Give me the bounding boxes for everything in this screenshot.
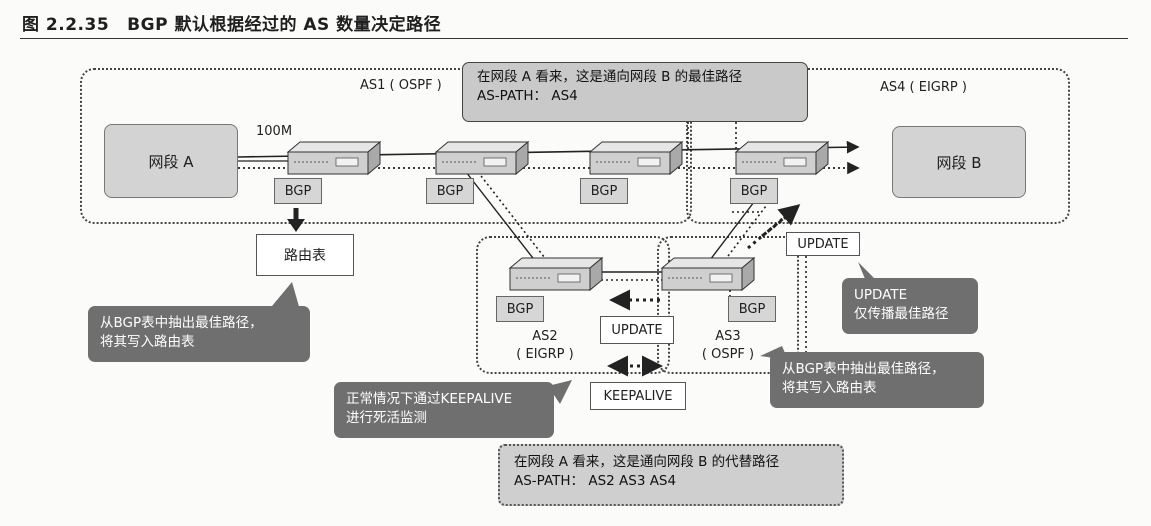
router-icon-as1-edge (287, 141, 381, 175)
best-path-line-1: 在网段 A 看来，这是通向网段 B 的最佳路径 (477, 69, 743, 85)
as2-protocol: ( EIGRP ) (516, 347, 574, 362)
as1-label: AS1 ( OSPF ) (360, 78, 442, 93)
extract-right-line-2: 将其写入路由表 (782, 380, 877, 396)
update-box-as2-as3: UPDATE (600, 316, 674, 344)
router-icon-as4-edge (735, 141, 829, 175)
alt-path-callout: 在网段 A 看来，这是通向网段 B 的代替路径 AS-PATH： AS2 AS3… (498, 444, 844, 506)
keepalive-line-2: 进行死活监测 (346, 410, 427, 426)
router-icon-as1-mid (435, 141, 529, 175)
alt-path-line-2: AS-PATH： AS2 AS3 AS4 (514, 473, 677, 489)
as3-protocol: ( OSPF ) (701, 347, 755, 362)
as2-label: AS2 ( EIGRP ) (505, 328, 585, 364)
as1-boundary (80, 68, 692, 224)
as3-name: AS3 (715, 329, 741, 344)
figure-number: 图 2.2.35 (22, 15, 110, 35)
router-icon-as4-core (589, 141, 683, 175)
extract-left-line-2: 将其写入路由表 (100, 334, 195, 350)
update-box-as4: UPDATE (786, 232, 860, 256)
best-path-callout: 在网段 A 看来，这是通向网段 B 的最佳路径 AS-PATH： AS4 (462, 62, 808, 122)
figure-title: 图 2.2.35 BGP 默认根据经过的 AS 数量决定路径 (22, 10, 441, 35)
bgp-label-as1-mid: BGP (426, 178, 474, 204)
keepalive-box: KEEPALIVE (590, 382, 686, 410)
router-icon-as2 (509, 257, 603, 291)
title-rule (20, 38, 1128, 39)
segment-b: 网段 B (892, 126, 1026, 198)
segment-a: 网段 A (104, 124, 238, 198)
keepalive-callout: 正常情况下通过KEEPALIVE 进行死活监测 (334, 382, 554, 438)
bgp-label-as3: BGP (728, 296, 776, 322)
extract-callout-left: 从BGP表中抽出最佳路径， 将其写入路由表 (88, 306, 310, 362)
as3-label: AS3 ( OSPF ) (688, 328, 768, 364)
best-path-line-2: AS-PATH： AS4 (477, 88, 578, 104)
routing-table-box: 路由表 (256, 234, 354, 276)
update-best-line-2: 仅传播最佳路径 (854, 306, 949, 322)
alt-path-line-1: 在网段 A 看来，这是通向网段 B 的代替路径 (514, 454, 780, 470)
extract-right-line-1: 从BGP表中抽出最佳路径， (782, 361, 945, 377)
bgp-label-as1-edge: BGP (274, 178, 322, 204)
figure-caption: BGP 默认根据经过的 AS 数量决定路径 (127, 15, 442, 35)
extract-callout-right: 从BGP表中抽出最佳路径， 将其写入路由表 (770, 352, 984, 408)
update-best-callout: UPDATE 仅传播最佳路径 (842, 278, 978, 334)
extract-left-line-1: 从BGP表中抽出最佳路径， (100, 315, 263, 331)
router-icon-as3 (661, 257, 755, 291)
keepalive-line-1: 正常情况下通过KEEPALIVE (346, 391, 513, 407)
bgp-label-as4-core: BGP (580, 178, 628, 204)
as2-name: AS2 (532, 329, 558, 344)
as2-boundary (476, 236, 670, 374)
as4-boundary (686, 68, 1070, 224)
bgp-label-as4-edge: BGP (730, 178, 778, 204)
update-best-line-1: UPDATE (854, 287, 908, 303)
down-arrow-icon (287, 219, 305, 232)
bgp-label-as2: BGP (496, 296, 544, 322)
link-speed-label: 100M (256, 124, 293, 139)
as4-label: AS4 ( EIGRP ) (880, 80, 967, 95)
